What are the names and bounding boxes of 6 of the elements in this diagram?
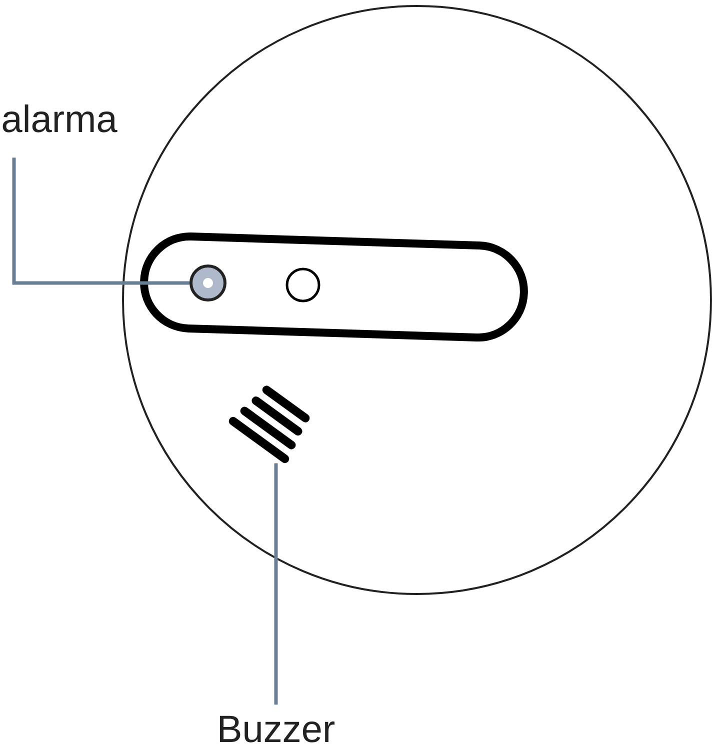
buzzer-grille (228, 386, 310, 464)
part-label: alarma (2, 104, 118, 132)
part-label: Buzzer (220, 716, 334, 742)
indicator-led (190, 264, 226, 302)
leader-line (12, 158, 190, 285)
leader-line (274, 463, 278, 705)
